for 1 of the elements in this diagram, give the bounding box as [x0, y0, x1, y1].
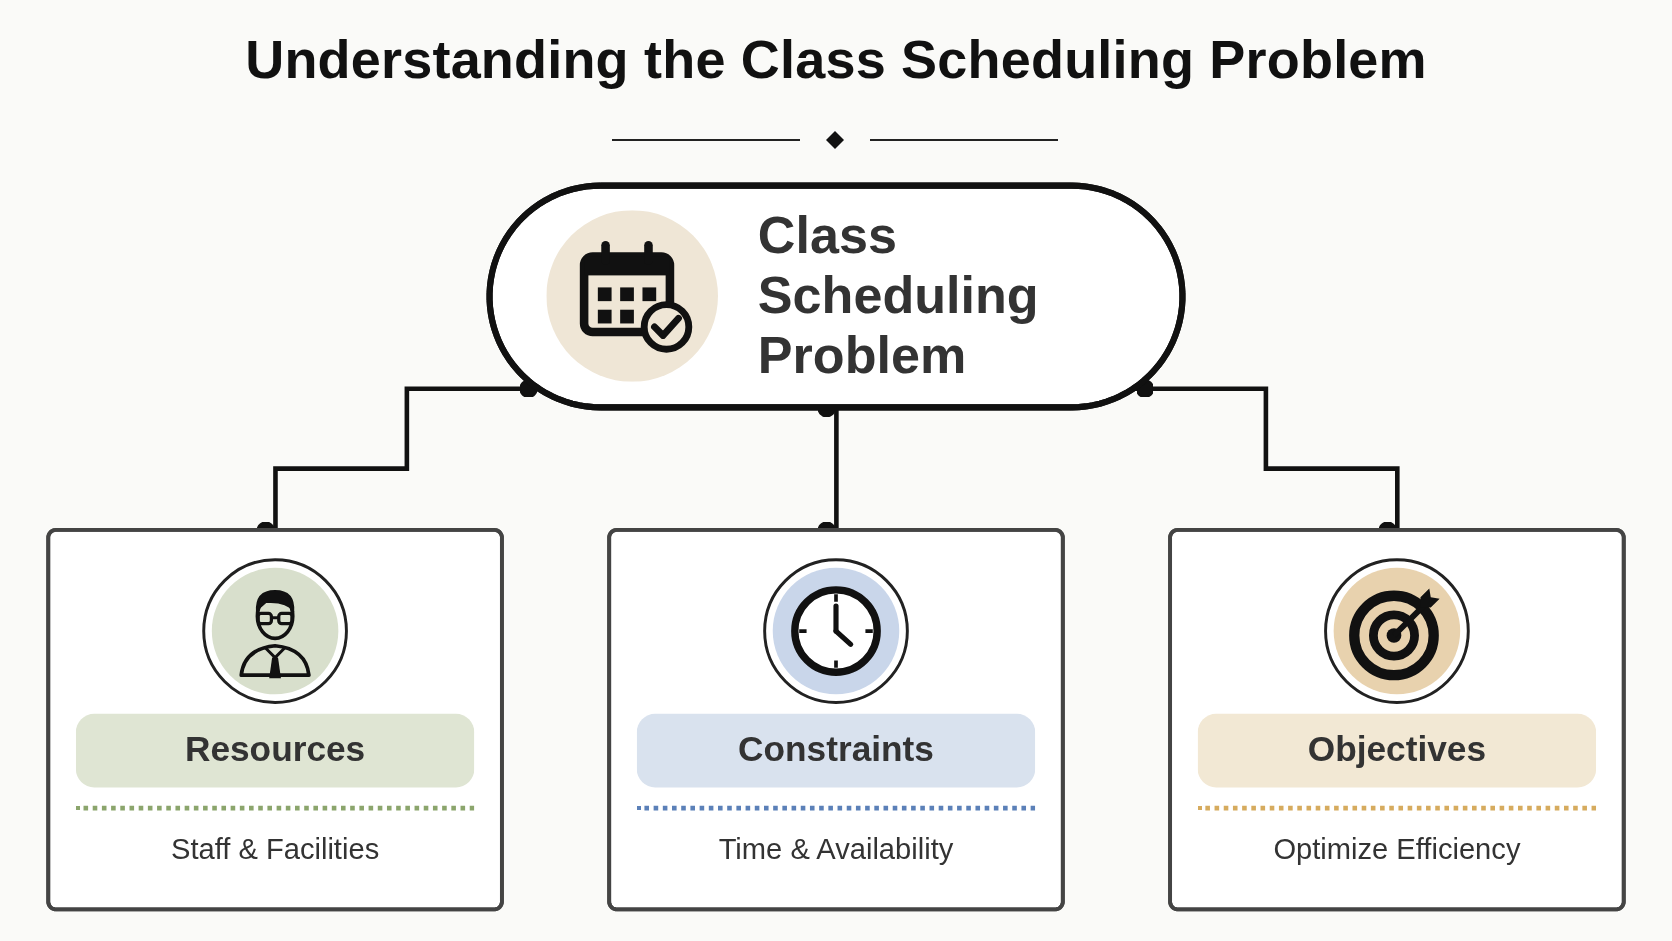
title: Understanding the Class Scheduling Problem — [244, 28, 1428, 90]
